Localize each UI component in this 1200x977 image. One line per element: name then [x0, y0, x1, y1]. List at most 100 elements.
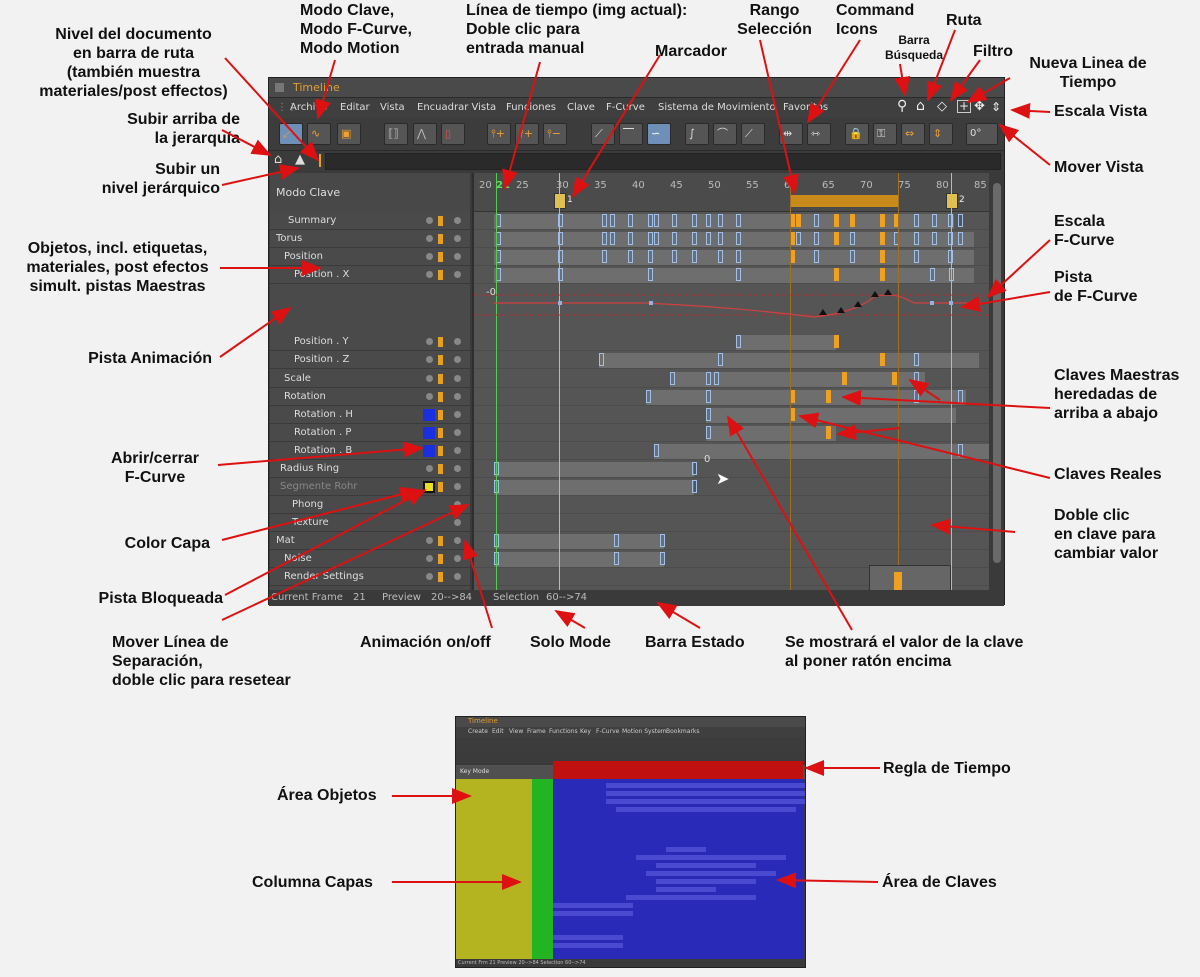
track-row[interactable]: Noise	[270, 551, 470, 568]
key-frame[interactable]	[948, 232, 953, 245]
animation-toggle[interactable]	[426, 217, 433, 224]
solo-toggle[interactable]	[438, 270, 443, 280]
solo-toggle[interactable]	[438, 536, 443, 546]
key-frame[interactable]	[718, 250, 723, 263]
lock-toggle[interactable]	[454, 375, 461, 382]
key-frame[interactable]	[814, 250, 819, 263]
key-frame[interactable]	[814, 214, 819, 227]
key-frame[interactable]	[706, 214, 711, 227]
zero-angle-button[interactable]: 0°	[966, 123, 998, 145]
lock-toggle[interactable]	[454, 393, 461, 400]
go-top-icon[interactable]: ⌂	[274, 152, 283, 167]
key-track[interactable]	[474, 231, 989, 248]
key-frame[interactable]	[914, 250, 919, 263]
scroll-thumb[interactable]	[993, 183, 1001, 563]
track-row[interactable]: Texture	[270, 515, 470, 532]
remove-key-button[interactable]: ⫯−	[543, 123, 567, 145]
key-frame[interactable]	[718, 214, 723, 227]
key-frame[interactable]	[914, 232, 919, 245]
key-track[interactable]	[474, 515, 989, 532]
search-icon[interactable]: ⚲	[897, 98, 908, 114]
lock-tangent-button[interactable]: ⇔	[901, 123, 925, 145]
overview-menu-functions[interactable]: Functions	[549, 728, 578, 735]
lock-toggle[interactable]	[454, 338, 461, 345]
key-frame[interactable]	[814, 232, 819, 245]
key-frame[interactable]	[706, 232, 711, 245]
key-frame[interactable]	[850, 232, 855, 245]
key-frame[interactable]	[932, 232, 937, 245]
key-frame[interactable]	[892, 372, 897, 385]
key-frame[interactable]	[958, 214, 963, 227]
track-row[interactable]: Radius Ring	[270, 461, 470, 478]
lock-height-button[interactable]: ⇕	[929, 123, 953, 145]
key-frame[interactable]	[602, 214, 607, 227]
track-row[interactable]: Mat	[270, 533, 470, 550]
key-frame[interactable]	[660, 552, 665, 565]
key-track[interactable]	[474, 533, 989, 550]
solo-toggle[interactable]	[438, 252, 443, 262]
key-frame[interactable]	[610, 232, 615, 245]
cmd-button-1[interactable]: ⟦⟧	[384, 123, 408, 145]
key-track[interactable]	[474, 569, 989, 586]
overview-menu-edit[interactable]: Edit	[492, 728, 504, 735]
key-frame[interactable]	[880, 250, 885, 263]
interp-spline-button[interactable]: ∽	[647, 123, 671, 145]
menu-editar[interactable]: Editar	[340, 102, 370, 113]
track-row[interactable]: Rotation . P	[270, 425, 470, 442]
key-frame[interactable]	[706, 426, 711, 439]
menu-clave[interactable]: Clave	[567, 102, 595, 113]
layer-color-swatch[interactable]	[423, 445, 435, 457]
key-track[interactable]	[474, 551, 989, 568]
key-track[interactable]	[474, 352, 989, 369]
key-frame[interactable]	[932, 214, 937, 227]
solo-toggle[interactable]	[438, 392, 443, 402]
key-frame[interactable]	[834, 232, 839, 245]
solo-toggle[interactable]	[438, 464, 443, 474]
key-track[interactable]	[474, 334, 989, 351]
key-frame[interactable]	[648, 268, 653, 281]
key-frame[interactable]	[646, 390, 651, 403]
selection-range[interactable]	[790, 195, 898, 207]
menu-vista[interactable]: Vista	[380, 102, 405, 113]
key-frame[interactable]	[826, 390, 831, 403]
key-frame[interactable]	[692, 480, 697, 493]
key-track[interactable]	[474, 267, 989, 284]
key-frame[interactable]	[948, 214, 953, 227]
key-frame[interactable]	[614, 552, 619, 565]
ease-in-out-button[interactable]: ∫	[685, 123, 709, 145]
layer-color-swatch[interactable]	[423, 409, 435, 421]
key-frame[interactable]	[880, 232, 885, 245]
key-frame[interactable]	[718, 353, 723, 366]
key-frame[interactable]	[834, 335, 839, 348]
fcurve-track[interactable]	[474, 285, 989, 335]
key-frame[interactable]	[914, 214, 919, 227]
key-frame[interactable]	[648, 214, 653, 227]
solo-toggle[interactable]	[438, 234, 443, 244]
solo-toggle[interactable]	[438, 446, 443, 456]
lock-toggle[interactable]	[454, 519, 461, 526]
key-frame[interactable]	[714, 372, 719, 385]
lock-toggle[interactable]	[454, 573, 461, 580]
key-frame[interactable]	[692, 250, 697, 263]
animation-toggle[interactable]	[426, 573, 433, 580]
lock-toggle[interactable]	[454, 483, 461, 490]
key-frame[interactable]	[914, 353, 919, 366]
key-frame[interactable]	[834, 214, 839, 227]
key-frame[interactable]	[850, 250, 855, 263]
key-frame[interactable]	[736, 268, 741, 281]
key-frame[interactable]	[558, 232, 563, 245]
key-frame[interactable]	[736, 214, 741, 227]
lock-toggle[interactable]	[454, 429, 461, 436]
ease-out-button[interactable]: ⟋	[741, 123, 765, 145]
solo-toggle[interactable]	[438, 216, 443, 226]
lock-toggle[interactable]	[454, 217, 461, 224]
key-frame[interactable]	[692, 462, 697, 475]
key-frame[interactable]	[660, 534, 665, 547]
solo-toggle[interactable]	[438, 554, 443, 564]
key-frame[interactable]	[958, 232, 963, 245]
key-frame[interactable]	[614, 534, 619, 547]
overview-menu-bookmarks[interactable]: Bookmarks	[666, 728, 700, 735]
overview-menu-fcurve[interactable]: F-Curve	[596, 728, 620, 735]
animation-toggle[interactable]	[426, 235, 433, 242]
animation-toggle[interactable]	[426, 537, 433, 544]
